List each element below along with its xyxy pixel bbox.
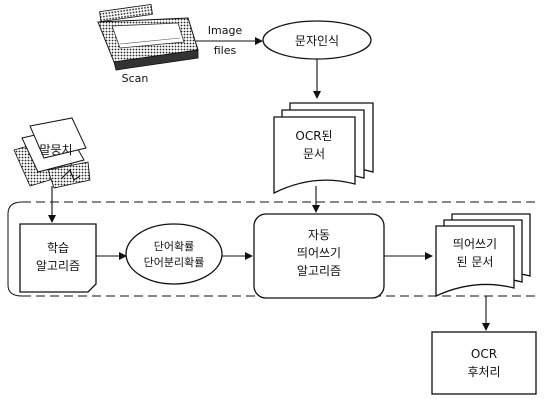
postprocess-label-2: 후처리 bbox=[467, 365, 500, 379]
char-recognition-label: 문자인식 bbox=[295, 34, 339, 48]
corpus-label: 말뭉치 bbox=[39, 143, 72, 157]
learning-label-2: 알고리즘 bbox=[36, 259, 80, 273]
probabilities-label-2: 단어분리확률 bbox=[144, 256, 205, 269]
probabilities-label-1: 단어확률 bbox=[154, 240, 194, 253]
edge-label-files: files bbox=[214, 44, 237, 57]
probabilities-node bbox=[126, 224, 222, 284]
auto-spacing-label-2: 띄어쓰기 bbox=[297, 246, 341, 260]
spaced-document-label-1: 띄어쓰기 bbox=[453, 237, 497, 251]
scanner-icon bbox=[98, 4, 198, 70]
scanner-label: Scan bbox=[122, 72, 149, 85]
edge-label-image: Image bbox=[208, 24, 243, 37]
ocr-document-label-1: OCR된 bbox=[295, 129, 332, 143]
auto-spacing-label-1: 자동 bbox=[308, 228, 330, 242]
ocr-postprocess-node bbox=[432, 332, 536, 394]
postprocess-label-1: OCR bbox=[471, 347, 497, 361]
learning-algorithm-node bbox=[20, 224, 96, 292]
learning-label-1: 학습 bbox=[47, 241, 69, 255]
auto-spacing-label-3: 알고리즘 bbox=[297, 264, 341, 278]
ocr-document-label-2: 문서 bbox=[303, 147, 325, 161]
spaced-document-label-2: 된 문서 bbox=[457, 255, 494, 269]
